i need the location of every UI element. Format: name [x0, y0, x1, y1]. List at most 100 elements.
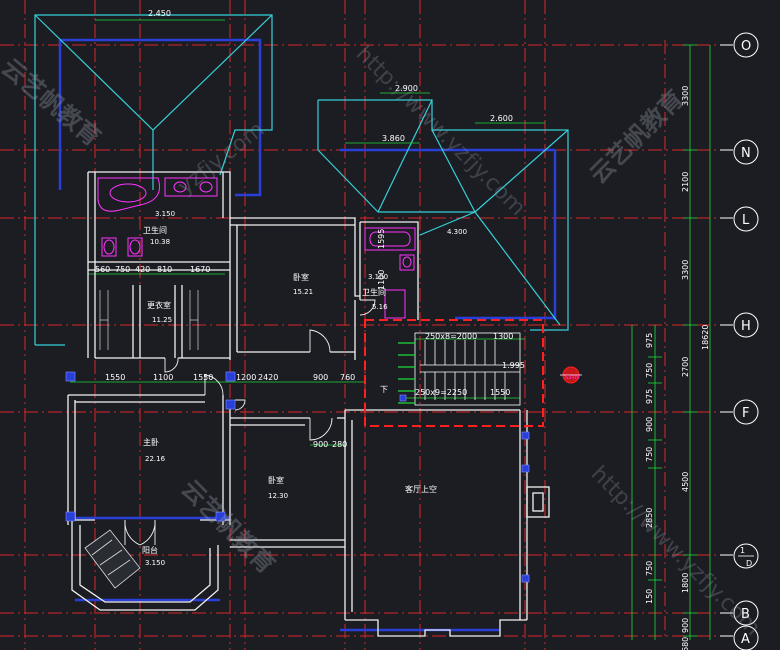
inner-dim-6: 750	[645, 561, 654, 576]
dim-roof-a: 2.900	[395, 84, 418, 93]
room-bathroom-area: 10.38	[150, 238, 170, 246]
axis-dim-3: 2700	[681, 357, 690, 377]
stair-highlight	[364, 319, 544, 427]
dim-b2-a: 1595	[377, 229, 386, 249]
bath2-level: 3.100	[368, 273, 388, 281]
dim-door-b: 280	[332, 440, 347, 449]
inner-dim-2: 975	[645, 389, 654, 404]
axis-bubbles	[720, 32, 759, 650]
room-bath2-area: 5.16	[372, 303, 388, 311]
dim-row1-3: 810	[157, 265, 172, 274]
walls	[67, 171, 550, 637]
axis-label-o: O	[741, 39, 751, 54]
watermark-1: yzfjy.com	[173, 117, 269, 200]
watermark-4: 云艺帆教育	[176, 474, 281, 579]
dim-stair-side: 1.995	[502, 361, 525, 370]
inner-dim-0: 975	[645, 333, 654, 348]
dim-row2-3: 1200	[236, 373, 256, 382]
axis-bubble-h	[733, 312, 759, 338]
inner-dim-1: 750	[645, 363, 654, 378]
axis-label-1d-den: D	[746, 559, 752, 568]
axis-bubble-l	[733, 206, 759, 232]
watermark-3: http://www.yzfjy.com	[351, 42, 530, 221]
level-mid: 4.300	[447, 228, 467, 236]
room-master-area: 22.16	[145, 455, 166, 463]
section-tag: S3-09	[560, 366, 582, 384]
axis-dim-7: 680	[681, 637, 690, 650]
dimension-text: 2.450 2.900 3.860 2.600 560 750 420 810 …	[95, 9, 525, 449]
room-closet-area: 11.25	[152, 316, 172, 324]
axis-label-1d-num: 1	[740, 546, 745, 555]
dim-b2-b: 1100	[377, 270, 386, 290]
inner-dim-7: 150	[645, 589, 654, 604]
axis-label-f: F	[742, 406, 749, 421]
dim-row2-0: 1550	[105, 373, 125, 382]
doors	[124, 299, 376, 546]
room-bedroom2-area: 12.30	[268, 492, 288, 500]
inner-dim-5: 2850	[645, 508, 654, 528]
inner-dim-4: 750	[645, 447, 654, 462]
inner-dim-3: 900	[645, 417, 654, 432]
dim-stair-top-b: 1300	[493, 332, 513, 341]
roof-outline	[34, 14, 569, 346]
room-closet-label: 更衣室	[147, 300, 171, 310]
axis-total: 18620	[701, 325, 710, 350]
dim-stair-top-a: 250x8=2000	[425, 332, 477, 341]
dim-row1-2: 420	[135, 265, 150, 274]
beam-lines	[58, 38, 557, 632]
section-tag-label: S3-09	[565, 375, 580, 381]
room-bedroom1-label: 卧室	[293, 272, 309, 282]
axis-dim-0: 3300	[681, 86, 690, 106]
room-bathroom-label: 卫生间	[143, 225, 167, 235]
balcony-furniture	[84, 529, 141, 589]
dim-row2-1: 1100	[153, 373, 173, 382]
dim-row2-2: 1550	[193, 373, 213, 382]
dimension-lines	[70, 19, 711, 640]
columns	[65, 371, 530, 583]
axis-label-b: B	[741, 607, 750, 622]
dim-roof-c: 2.600	[490, 114, 513, 123]
dim-row2-6: 760	[340, 373, 355, 382]
axis-bubble-n	[733, 139, 759, 165]
axis-dimensions: 3300 2100 3300 2700 4500 1800 900 680 18…	[645, 86, 710, 650]
stair-down-label: 下	[380, 385, 388, 394]
axis-bubble-b	[733, 600, 759, 626]
axis-dim-1: 2100	[681, 172, 690, 192]
dim-roof-b: 3.860	[382, 134, 405, 143]
room-bedroom1-area: 15.21	[293, 288, 313, 296]
axis-labels: O N L H F 1 D B A	[738, 39, 754, 647]
axis-dim-2: 3300	[681, 260, 690, 280]
axis-label-h: H	[741, 319, 751, 334]
dim-row1-4: 1670	[190, 265, 210, 274]
axis-bubble-a	[733, 625, 759, 650]
axis-dim-5: 1800	[681, 573, 690, 593]
dim-stair-bot-a: 250x9=2250	[415, 388, 467, 397]
dim-top-left: 2.450	[148, 9, 171, 18]
dim-row2-5: 900	[313, 373, 328, 382]
axis-bubble-o	[733, 32, 759, 58]
bath-level: 3.150	[155, 210, 175, 218]
axis-bubble-f	[733, 399, 759, 425]
closet-racks	[99, 290, 199, 350]
axis-label-l: L	[742, 213, 750, 228]
axis-dim-4: 4500	[681, 472, 690, 492]
axis-label-n: N	[741, 146, 751, 161]
axis-dim-6: 900	[681, 618, 690, 633]
dim-door-a: 900	[313, 440, 328, 449]
axis-label-a: A	[741, 632, 750, 647]
balcony-level: 3.150	[145, 559, 165, 567]
room-labels: 卫生间 10.38 3.150 更衣室 11.25 卧室 15.21 主卧 22…	[142, 210, 467, 567]
dim-row1-0: 560	[95, 265, 110, 274]
stair-treads	[414, 332, 521, 406]
room-balcony-label: 阳台	[142, 545, 158, 555]
fixtures	[97, 177, 416, 319]
dim-stair-bot-b: 1550	[490, 388, 510, 397]
room-bedroom2-label: 卧室	[268, 475, 284, 485]
dim-row1-1: 750	[115, 265, 130, 274]
dim-row2-4: 2420	[258, 373, 278, 382]
stair-treads-green	[398, 342, 415, 404]
room-bath2-label: 卫生间	[362, 287, 386, 297]
room-void-label: 客厅上空	[405, 484, 437, 494]
room-master-label: 主卧	[143, 437, 159, 447]
